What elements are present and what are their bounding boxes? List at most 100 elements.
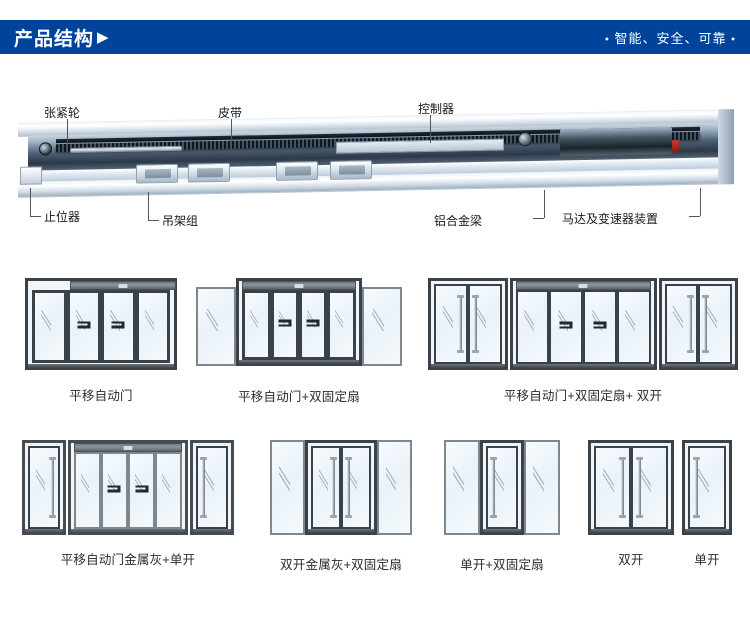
door-sill [193, 529, 231, 533]
panel-slide-left [66, 290, 101, 363]
door-handle-icon [344, 457, 352, 518]
panel-fixed-left [32, 290, 67, 363]
panel-slide-right [101, 290, 136, 363]
door-illustration [25, 278, 177, 370]
door-sill [661, 364, 735, 368]
door-handle-icon [702, 294, 710, 354]
door-type-row-2: 平移自动门金属灰+单开 [0, 440, 750, 573]
panel-fixed-right [135, 290, 170, 363]
label-hanger-set: 吊架组 [162, 214, 199, 228]
page-title-text: 产品结构 [14, 28, 95, 50]
door-type-sliding-auto-door[interactable]: 平移自动门 [25, 278, 177, 404]
hanger-carriage-4 [330, 160, 372, 180]
door-illustration [444, 440, 560, 535]
motor-red-marker [672, 140, 679, 153]
triangle-right-icon: ▶ [97, 28, 110, 46]
panel-fixed-left [73, 452, 101, 529]
door-type-double-swing[interactable]: 双开 [588, 440, 674, 568]
door-type-single-swing-dual-fixed[interactable]: 单开+双固定扇 [444, 440, 560, 573]
panel-fixed-left [270, 440, 306, 535]
door-illustration [270, 440, 412, 535]
page-title: 产品结构 ▶ [14, 24, 110, 51]
panel-slide-right [299, 290, 328, 360]
door-handle-icon [489, 457, 497, 518]
operator-beam [70, 281, 176, 290]
slide-direction-icon [559, 321, 573, 333]
panel-slide-left [549, 290, 583, 364]
tagline-dot-right: • [731, 33, 736, 46]
slide-direction-icon [278, 319, 292, 331]
operator-beam [515, 281, 651, 290]
sensor-icon [123, 446, 133, 450]
panel-swing [688, 446, 726, 529]
label-motor-gearbox: 马达及变速器装置 [562, 212, 659, 226]
door-sill [591, 529, 671, 533]
door-handle-icon [619, 457, 627, 518]
tension-adjuster-rod [70, 145, 182, 153]
door-sill [25, 529, 63, 533]
panel-slide-left [270, 290, 300, 360]
label-stopper: 止位器 [44, 210, 81, 224]
door-handle-icon [687, 294, 695, 354]
leader-belt [231, 119, 232, 145]
door-type-double-swing-metallic-grey-dual-fixed[interactable]: 双开金属灰+双固定扇 [270, 440, 412, 573]
section-header-bar: 产品结构 ▶ • 智能、安全、可靠 • [0, 20, 750, 54]
label-tension-wheel: 张紧轮 [44, 106, 81, 120]
leader-stopper-h [30, 216, 41, 217]
leader-hanger-v [148, 192, 149, 220]
panel-fixed-left [515, 290, 550, 364]
door-sill [239, 360, 359, 364]
door-handle-icon [635, 457, 643, 518]
door-type-sliding-auto-door-dual-fixed-double-swing[interactable]: 平移自动门+双固定扇+ 双开 [428, 278, 738, 404]
door-sill [308, 529, 374, 533]
leader-hanger-h [148, 220, 159, 221]
sensor-icon [118, 284, 128, 288]
door-sill [512, 364, 654, 368]
door-handle-icon [692, 457, 700, 518]
panel-fixed-right [327, 290, 356, 360]
slide-direction-icon [306, 319, 320, 331]
header-tagline: • 智能、安全、可靠 • [605, 28, 736, 47]
panel-swing-left [664, 284, 699, 364]
door-sill [483, 529, 521, 533]
door-illustration [588, 440, 674, 535]
door-type-caption: 双开 [618, 553, 644, 567]
panel-swing-left [28, 446, 60, 529]
leader-motor-h [689, 216, 700, 217]
panel-slide-right [583, 290, 617, 364]
door-illustration [682, 440, 732, 535]
header-tagline-text: 智能、安全、可靠 [614, 30, 727, 46]
slide-direction-icon [135, 485, 149, 496]
tech-diagram: 张紧轮 皮带 控制器 止位器 吊架组 铝合金梁 马达及变速器装置 [0, 60, 750, 245]
leader-beam-v [544, 190, 545, 218]
door-type-caption: 单开+双固定扇 [460, 558, 544, 572]
label-controller: 控制器 [418, 102, 455, 116]
hanger-carriage-1 [136, 163, 178, 184]
panel-fixed-right [376, 440, 412, 535]
door-type-single-swing[interactable]: 单开 [682, 440, 732, 568]
rail-end-cap [718, 109, 734, 185]
operator-beam [242, 281, 356, 290]
panel-fixed-outer-right [361, 287, 403, 366]
slide-direction-icon [77, 321, 91, 332]
door-illustration [428, 278, 738, 370]
door-sill [70, 529, 186, 533]
tagline-dot-left: • [605, 33, 610, 46]
panel-swing-left [594, 446, 631, 529]
door-type-sliding-auto-door-dual-fixed[interactable]: 平移自动门+双固定扇 [196, 278, 403, 405]
door-type-sliding-metallic-grey-single-swing[interactable]: 平移自动门金属灰+单开 [22, 440, 234, 568]
panel-swing-right [467, 284, 502, 364]
panel-swing [486, 446, 518, 529]
leader-stopper-v [30, 188, 31, 216]
panel-swing-right [341, 446, 371, 529]
panel-fixed-right [524, 440, 560, 535]
stopper-block [20, 166, 42, 185]
sensor-icon [294, 284, 304, 288]
panel-fixed-outer-left [196, 287, 237, 366]
hanger-carriage-2 [188, 162, 230, 183]
panel-fixed-left [444, 440, 480, 535]
door-illustration [196, 278, 403, 370]
panel-fixed-right [155, 452, 183, 529]
leader-motor-v [700, 188, 701, 216]
